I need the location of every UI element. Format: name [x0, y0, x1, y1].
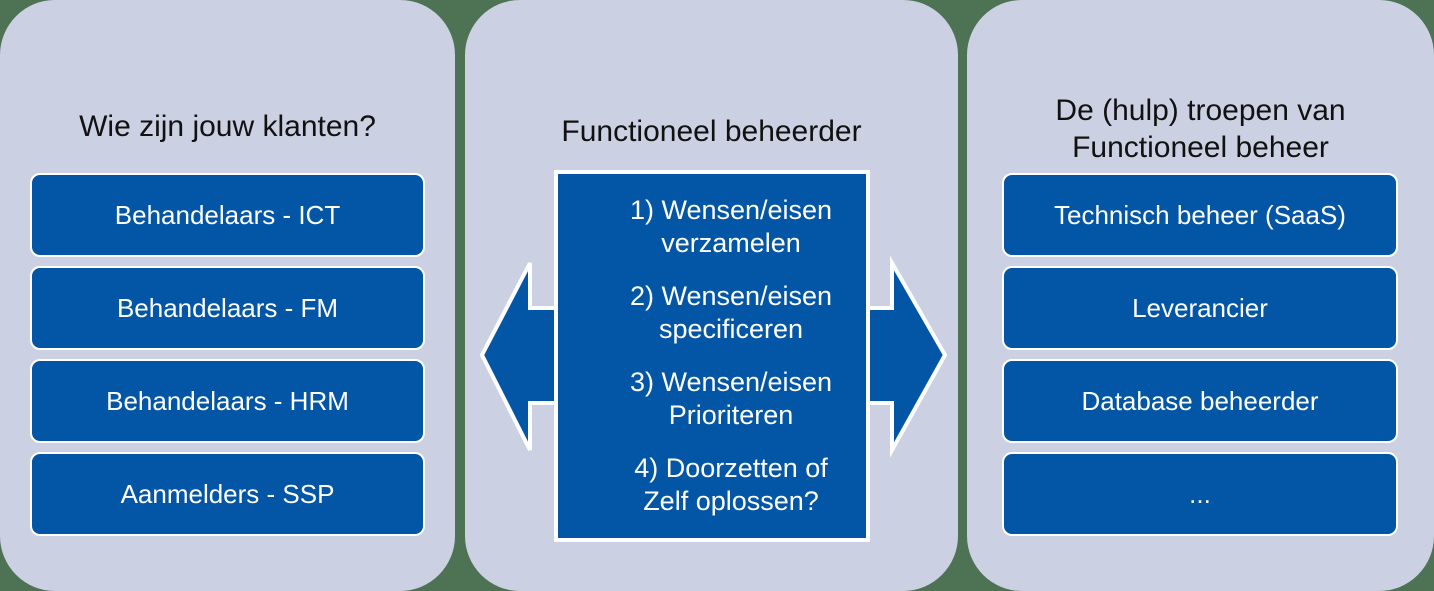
process-rect — [554, 170, 870, 542]
box-ellipsis: ... — [1002, 452, 1398, 536]
left-panel-title: Wie zijn jouw klanten? — [79, 110, 376, 143]
box-technisch-beheer: Technisch beheer (SaaS) — [1002, 173, 1398, 257]
double-arrow-shape — [479, 170, 948, 542]
process-step-1: 1) Wensen/eisen verzamelen — [629, 195, 833, 258]
right-box-stack: Technisch beheer (SaaS) Leverancier Data… — [1002, 173, 1398, 536]
right-panel-title: De (hulp) troepen van Functioneel beheer — [1055, 94, 1346, 164]
process-step-list: 1) Wensen/eisen verzamelen 2) Wensen/eis… — [556, 172, 868, 540]
panel-klanten: Wie zijn jouw klanten? Behandelaars - IC… — [0, 0, 455, 591]
box-leverancier: Leverancier — [1002, 266, 1398, 350]
box-behandelaars-ict: Behandelaars - ICT — [30, 173, 425, 257]
panel-functioneel-beheerder: Functioneel beheerder 1) Wensen/eisen ve… — [465, 0, 958, 591]
process-step-2: 2) Wensen/eisen specificeren — [629, 281, 833, 344]
left-box-stack: Behandelaars - ICT Behandelaars - FM Beh… — [30, 173, 425, 536]
process-step-4: 4) Doorzetten of Zelf oplossen? — [634, 453, 828, 516]
box-aanmelders-ssp: Aanmelders - SSP — [30, 452, 425, 536]
process-step-3: 3) Wensen/eisen Prioriteren — [629, 367, 833, 430]
box-database-beheerder: Database beheerder — [1002, 359, 1398, 443]
box-behandelaars-fm: Behandelaars - FM — [30, 266, 425, 350]
panel-hulptroepen: De (hulp) troepen van Functioneel beheer… — [967, 0, 1434, 591]
center-panel-title: Functioneel beheerder — [561, 115, 862, 148]
box-behandelaars-hrm: Behandelaars - HRM — [30, 359, 425, 443]
